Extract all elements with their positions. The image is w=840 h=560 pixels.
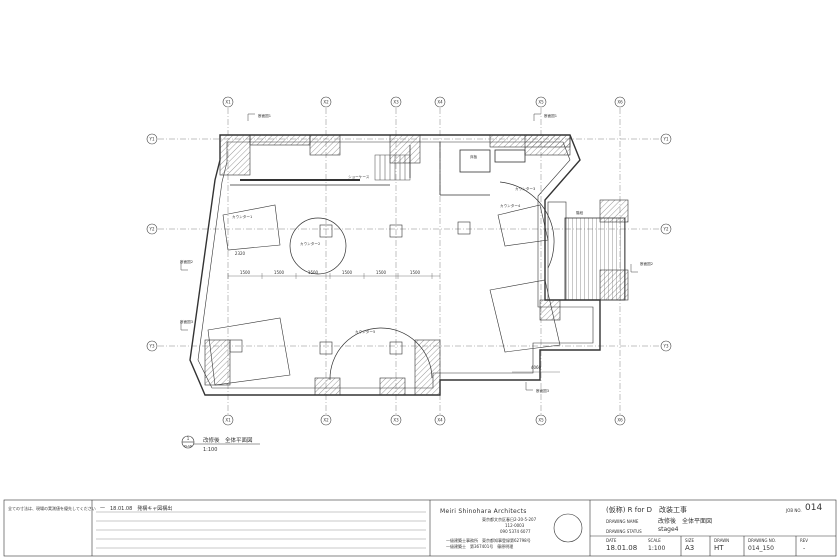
grid-bubbles-sides bbox=[146, 133, 672, 352]
size-label: SIZE bbox=[685, 538, 694, 543]
dim-5: 1500 bbox=[376, 270, 387, 275]
drawing-name: 改修後 全体平面図 bbox=[658, 518, 713, 525]
label-counter-2: カウンター2 bbox=[300, 241, 320, 246]
section-marker-1: 断面図1 bbox=[258, 113, 271, 118]
section-marker-2: 断面図1 bbox=[544, 113, 557, 118]
drawn-label: DRAWN bbox=[714, 538, 730, 543]
grid-label-top-2: X2 bbox=[323, 100, 329, 105]
dotted-rail bbox=[240, 179, 360, 181]
plan-marker-number: 1 bbox=[187, 436, 190, 441]
plan-marker-word: PLAN bbox=[184, 444, 192, 448]
drawn-value: HT bbox=[714, 544, 724, 552]
label-counter-5: カウンター5 bbox=[355, 329, 375, 334]
interior-partitions bbox=[230, 142, 526, 196]
grid-label-top-5: X5 bbox=[538, 100, 544, 105]
grid-label-bottom-5: X5 bbox=[538, 418, 544, 423]
title-block bbox=[3, 499, 837, 557]
company-name: Meiri Shinohara Architects bbox=[440, 508, 527, 515]
round-tables bbox=[289, 181, 555, 381]
title-block-note: 全ての寸法は、現場の実測値を優先してください bbox=[8, 506, 96, 511]
grid-bubbles-top bbox=[222, 96, 626, 108]
section-markers bbox=[180, 113, 638, 391]
drawing-no-value: 014_150 bbox=[748, 545, 774, 552]
label-floor: 床板 bbox=[470, 154, 478, 159]
registration-office: 一級建築士事務所 東京都知事登録第62798号 bbox=[446, 538, 531, 543]
rev-value: - bbox=[803, 545, 806, 552]
counters bbox=[207, 204, 561, 386]
grid-label-top-4: X4 bbox=[437, 100, 443, 105]
dim-1: 1500 bbox=[240, 270, 251, 275]
dim-7: 2320 bbox=[235, 251, 246, 256]
revision-lines bbox=[96, 511, 426, 549]
dimension-row bbox=[227, 273, 560, 373]
registration-architect: 一級建築士 第367401号 篠原明理 bbox=[446, 544, 514, 549]
company-phone: 090 5374 6077 bbox=[500, 529, 531, 534]
dim-4: 1500 bbox=[342, 270, 353, 275]
grid-label-top-3: X3 bbox=[393, 100, 399, 105]
rev-label: REV bbox=[800, 538, 809, 543]
grid-bubbles-bottom bbox=[222, 414, 626, 426]
grid-label-left-2: Y2 bbox=[149, 227, 155, 232]
grid-label-bottom-1: X1 bbox=[225, 418, 231, 423]
grid-label-right-3: Y3 bbox=[663, 344, 669, 349]
dim-3: 1500 bbox=[308, 270, 319, 275]
section-marker-labels: 断面図1 断面図1 断面図2 断面図2 断面図3 断面図3 bbox=[180, 113, 653, 393]
company-address-2: 112-0003 bbox=[505, 523, 525, 528]
grid-label-right-2: Y2 bbox=[663, 227, 669, 232]
date-value: 18.01.08 bbox=[606, 544, 638, 552]
scale-value: 1:100 bbox=[648, 545, 666, 552]
label-counter-4: カウンター4 bbox=[500, 203, 521, 208]
scale-label: SCALE bbox=[648, 538, 661, 543]
label-showcase: ショーケース bbox=[348, 174, 370, 179]
grid-label-bottom-3: X3 bbox=[393, 418, 399, 423]
small-stair-top bbox=[374, 154, 411, 181]
section-marker-6: 断面図3 bbox=[536, 388, 549, 393]
revision-entry: 一 18.01.08 発構キャ図構出 bbox=[100, 506, 173, 512]
section-marker-5: 断面図3 bbox=[180, 319, 193, 324]
project-name: (仮称) R for D 改装工事 bbox=[606, 506, 688, 514]
drawing-status: stage4 bbox=[658, 526, 679, 533]
grid-label-top-1: X1 bbox=[225, 100, 231, 105]
label-counter-1: カウンター1 bbox=[232, 214, 252, 219]
interior-columns bbox=[229, 221, 471, 355]
plan-title: 改修後 全体平面図 bbox=[203, 436, 253, 444]
room-labels: カウンター1 カウンター2 カウンター3 カウンター4 カウンター5 ショーケー… bbox=[232, 154, 584, 334]
company-address-1: 東京都文京区春日2-20-5-207 bbox=[482, 517, 537, 522]
plan-scale: 1:100 bbox=[203, 447, 217, 453]
drawing-no-label: DRAWING NO. bbox=[748, 538, 776, 543]
hatched-walls bbox=[204, 134, 629, 396]
building-outline bbox=[189, 134, 601, 396]
label-counter-3: カウンター3 bbox=[515, 186, 535, 191]
dim-6: 1500 bbox=[410, 270, 421, 275]
label-stairs: 階段 bbox=[576, 210, 584, 215]
grid-label-left-1: Y1 bbox=[149, 137, 155, 142]
grid-bubble-labels: X1 X2 X3 X4 X5 X6 X1 X2 X3 X4 X5 X6 Y1 Y… bbox=[149, 100, 669, 423]
grid-label-bottom-2: X2 bbox=[323, 418, 329, 423]
staircase bbox=[547, 201, 626, 301]
size-value: A3 bbox=[685, 544, 695, 552]
drawing-status-label: DRAWING STATUS bbox=[606, 529, 642, 534]
section-marker-3: 断面図2 bbox=[180, 259, 193, 264]
drawing-name-label: DRAWING NAME bbox=[606, 519, 639, 524]
dim-2: 1500 bbox=[274, 270, 285, 275]
job-no-label: JOB NO. bbox=[786, 508, 802, 513]
grid-label-top-6: X6 bbox=[617, 100, 623, 105]
plan-title-block: 1 PLAN 改修後 全体平面図 1:100 bbox=[181, 435, 260, 453]
grid-label-bottom-6: X6 bbox=[617, 418, 623, 423]
grid-label-bottom-4: X4 bbox=[437, 418, 443, 423]
section-marker-4: 断面図2 bbox=[640, 261, 653, 266]
grid-label-left-3: Y3 bbox=[149, 344, 155, 349]
job-no: 014 bbox=[805, 503, 823, 513]
dimension-labels: 1500 1500 1500 1500 1500 1500 2320 4060 bbox=[235, 251, 542, 370]
dim-8: 4060 bbox=[531, 365, 542, 370]
date-label: DATE bbox=[606, 538, 617, 543]
grid-label-right-1: Y1 bbox=[663, 137, 669, 142]
